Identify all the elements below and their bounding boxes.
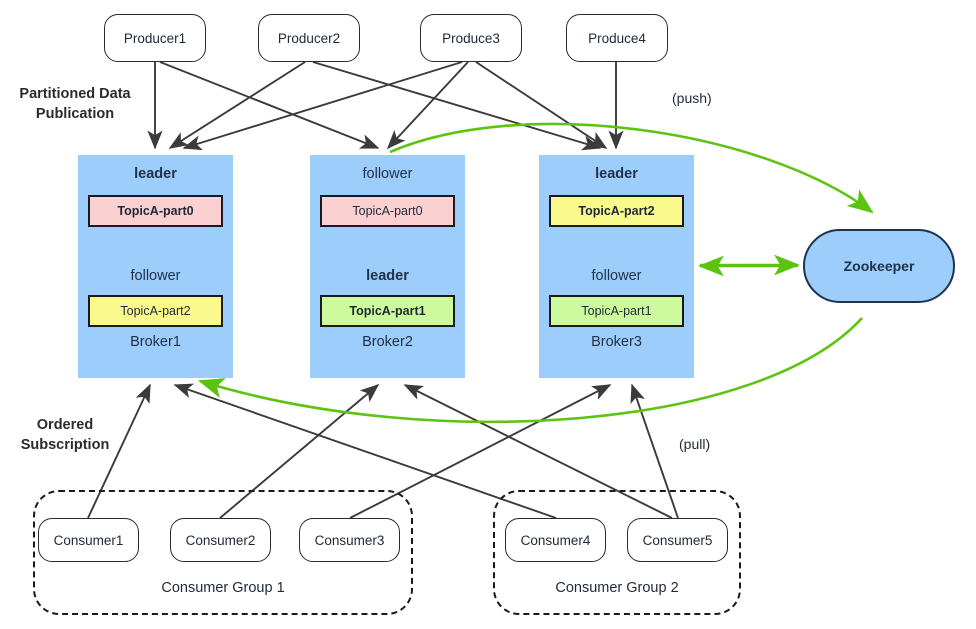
- pull-label: (pull): [679, 436, 711, 452]
- consumer-node-4[interactable]: Consumer4: [505, 518, 606, 562]
- zookeeper-green-arrows: [198, 122, 874, 424]
- broker3-top-role: leader: [595, 166, 638, 182]
- broker1-top-partition[interactable]: TopicA-part0: [88, 194, 223, 227]
- broker1-name: Broker1: [130, 333, 181, 350]
- broker1-top-role: leader: [134, 166, 177, 182]
- partitioned-data-publication-label: Partitioned Data Publication: [19, 86, 131, 122]
- consumer-label: Consumer4: [520, 532, 591, 548]
- producer-label: Produce4: [588, 30, 646, 46]
- consumer-label: Consumer5: [642, 532, 713, 548]
- consumer-label: Consumer3: [314, 532, 385, 548]
- consumer-group-1-label: Consumer Group 1: [161, 580, 285, 596]
- consumer-node-2[interactable]: Consumer2: [170, 518, 271, 562]
- broker-panel-2[interactable]: follower TopicA-part0 leader TopicA-part…: [310, 155, 465, 378]
- push-label: (push): [672, 90, 712, 106]
- producer-label: Produce3: [442, 30, 500, 46]
- broker-panel-1[interactable]: leader TopicA-part0 follower TopicA-part…: [78, 155, 233, 378]
- broker3-top-partition[interactable]: TopicA-part2: [549, 194, 684, 227]
- consumer-node-3[interactable]: Consumer3: [299, 518, 400, 562]
- broker2-top-role: follower: [362, 166, 413, 182]
- producer-node-4[interactable]: Produce4: [566, 14, 668, 62]
- producer-label: Producer2: [277, 30, 341, 46]
- broker1-bottom-role: follower: [130, 267, 181, 284]
- broker2-bottom-partition[interactable]: TopicA-part1: [320, 294, 455, 327]
- consumer-node-5[interactable]: Consumer5: [627, 518, 728, 562]
- consumer-group-2-frame[interactable]: [493, 490, 741, 615]
- broker-panel-3[interactable]: leader TopicA-part2 follower TopicA-part…: [539, 155, 694, 378]
- broker2-bottom-role: leader: [366, 267, 409, 284]
- zookeeper-label: Zookeeper: [843, 258, 915, 274]
- producer-node-3[interactable]: Produce3: [420, 14, 522, 62]
- producer-to-broker-arrows: [147, 61, 624, 151]
- broker3-name: Broker3: [591, 333, 642, 350]
- consumer-label: Consumer2: [185, 532, 256, 548]
- broker3-bottom-partition[interactable]: TopicA-part1: [549, 294, 684, 327]
- broker2-top-partition[interactable]: TopicA-part0: [320, 194, 455, 227]
- pull-arrow: [198, 317, 863, 424]
- producer-node-2[interactable]: Producer2: [258, 14, 360, 62]
- producer-label: Producer1: [123, 30, 187, 46]
- broker3-bottom-role: follower: [591, 267, 642, 284]
- broker1-bottom-partition[interactable]: TopicA-part2: [88, 294, 223, 327]
- broker2-name: Broker2: [362, 333, 413, 350]
- consumer-label: Consumer1: [53, 532, 124, 548]
- zookeeper-node[interactable]: Zookeeper: [803, 229, 955, 303]
- ordered-subscription-label: Ordered Subscription: [20, 417, 110, 453]
- producer-node-1[interactable]: Producer1: [104, 14, 206, 62]
- push-arrow: [389, 122, 874, 214]
- consumer-group-1-frame[interactable]: [33, 490, 413, 615]
- consumer-group-2-label: Consumer Group 2: [555, 580, 679, 596]
- consumer-node-1[interactable]: Consumer1: [38, 518, 139, 562]
